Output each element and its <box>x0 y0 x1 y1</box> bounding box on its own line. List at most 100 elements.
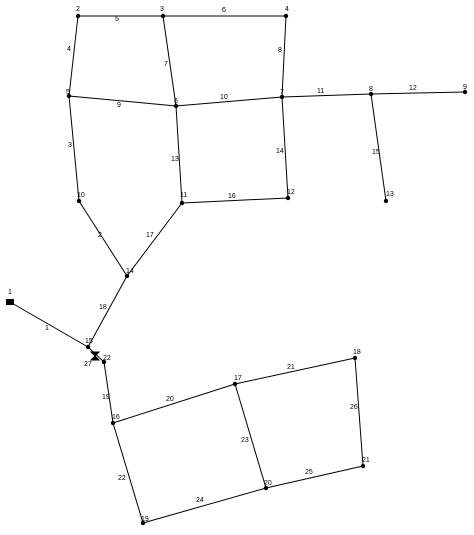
node-label-17: 17 <box>234 375 242 382</box>
link-label-6: 6 <box>222 7 226 14</box>
node-5 <box>66 93 72 99</box>
node-label-6: 6 <box>174 98 178 105</box>
link-label-15: 15 <box>372 149 380 156</box>
node-13 <box>383 198 389 204</box>
node-16 <box>110 420 116 426</box>
node-label-16: 16 <box>112 414 120 421</box>
link-21 <box>234 357 356 385</box>
link-11 <box>281 93 372 98</box>
link-label-13: 13 <box>171 156 179 163</box>
link-label-21: 21 <box>287 364 295 371</box>
node-label-2: 2 <box>76 6 80 13</box>
reservoir-icon <box>6 299 14 305</box>
link-label-7: 7 <box>164 61 168 68</box>
link-label-9: 9 <box>117 102 121 109</box>
valve-icon <box>89 351 101 361</box>
links-layer <box>9 15 466 524</box>
node-label-21: 21 <box>362 457 370 464</box>
link-10 <box>175 96 283 107</box>
link-label-4: 4 <box>67 46 71 53</box>
node-17 <box>232 381 238 387</box>
link-15 <box>370 93 387 202</box>
link-9 <box>68 95 177 107</box>
node-label-9: 9 <box>463 84 467 91</box>
link-7 <box>162 15 177 107</box>
link-label-1: 1 <box>45 325 49 332</box>
node-8 <box>368 91 374 97</box>
link-label-11: 11 <box>317 88 324 95</box>
node-2 <box>75 13 81 19</box>
node-label-11: 11 <box>180 192 187 199</box>
link-label-8: 8 <box>278 47 282 54</box>
link-19 <box>103 361 114 424</box>
link-1 <box>9 301 89 348</box>
link-label-18: 18 <box>99 304 107 311</box>
node-label-1: 1 <box>8 289 12 296</box>
node-18 <box>352 355 358 361</box>
link-label-20: 20 <box>166 396 174 403</box>
node-4 <box>283 13 289 19</box>
node-3 <box>160 13 166 19</box>
nodes-layer <box>6 13 468 526</box>
node-label-18: 18 <box>353 349 361 356</box>
link-13 <box>175 105 183 204</box>
link-label-22: 22 <box>118 475 126 482</box>
node-label-8: 8 <box>369 86 373 93</box>
node-label-7: 7 <box>280 89 284 96</box>
node-label-22: 22 <box>103 355 111 362</box>
node-22 <box>101 359 107 365</box>
link-label-12: 12 <box>409 85 417 92</box>
node-label-12: 12 <box>287 189 295 196</box>
node-label-4: 4 <box>285 6 289 13</box>
link-18 <box>87 275 128 348</box>
link-label-25: 25 <box>305 469 313 476</box>
node-9 <box>462 89 468 95</box>
node-6 <box>173 103 179 109</box>
node-20 <box>263 485 269 491</box>
link-label-3: 3 <box>68 142 72 149</box>
link-20 <box>112 383 236 424</box>
node-19 <box>140 520 146 526</box>
node-label-10: 10 <box>77 192 85 199</box>
link-17 <box>126 202 183 277</box>
link-label-10: 10 <box>220 94 228 101</box>
link-label-26: 26 <box>350 404 358 411</box>
link-3 <box>68 95 80 202</box>
node-7 <box>279 94 285 100</box>
link-2 <box>78 200 128 277</box>
link-25 <box>265 465 364 489</box>
link-label-19: 19 <box>102 394 110 401</box>
link-4 <box>68 15 79 97</box>
node-15 <box>85 344 91 350</box>
link-23 <box>234 383 267 489</box>
node-label-14: 14 <box>126 268 134 275</box>
link-24 <box>142 487 267 524</box>
link-label-24: 24 <box>196 497 204 504</box>
node-label-20: 20 <box>264 480 272 487</box>
node-label-3: 3 <box>160 6 164 13</box>
node-label-13: 13 <box>386 191 394 198</box>
link-label-23: 23 <box>241 437 249 444</box>
node-label-5: 5 <box>66 89 70 96</box>
link-label-17: 17 <box>146 232 154 239</box>
link-8 <box>281 15 287 98</box>
link-12 <box>370 91 466 95</box>
node-14 <box>124 273 130 279</box>
link-label-14: 14 <box>276 148 284 155</box>
link-label-5: 5 <box>115 16 119 23</box>
node-21 <box>360 463 366 469</box>
link-22 <box>112 422 144 524</box>
link-26 <box>354 357 364 467</box>
node-12 <box>285 195 291 201</box>
node-label-19: 19 <box>141 516 149 523</box>
link-label-16: 16 <box>228 193 236 200</box>
link-16 <box>181 197 289 204</box>
link-label-2: 2 <box>98 232 102 239</box>
node-10 <box>76 198 82 204</box>
node-11 <box>179 200 185 206</box>
link-14 <box>281 96 289 199</box>
node-label-15: 15 <box>85 338 93 345</box>
